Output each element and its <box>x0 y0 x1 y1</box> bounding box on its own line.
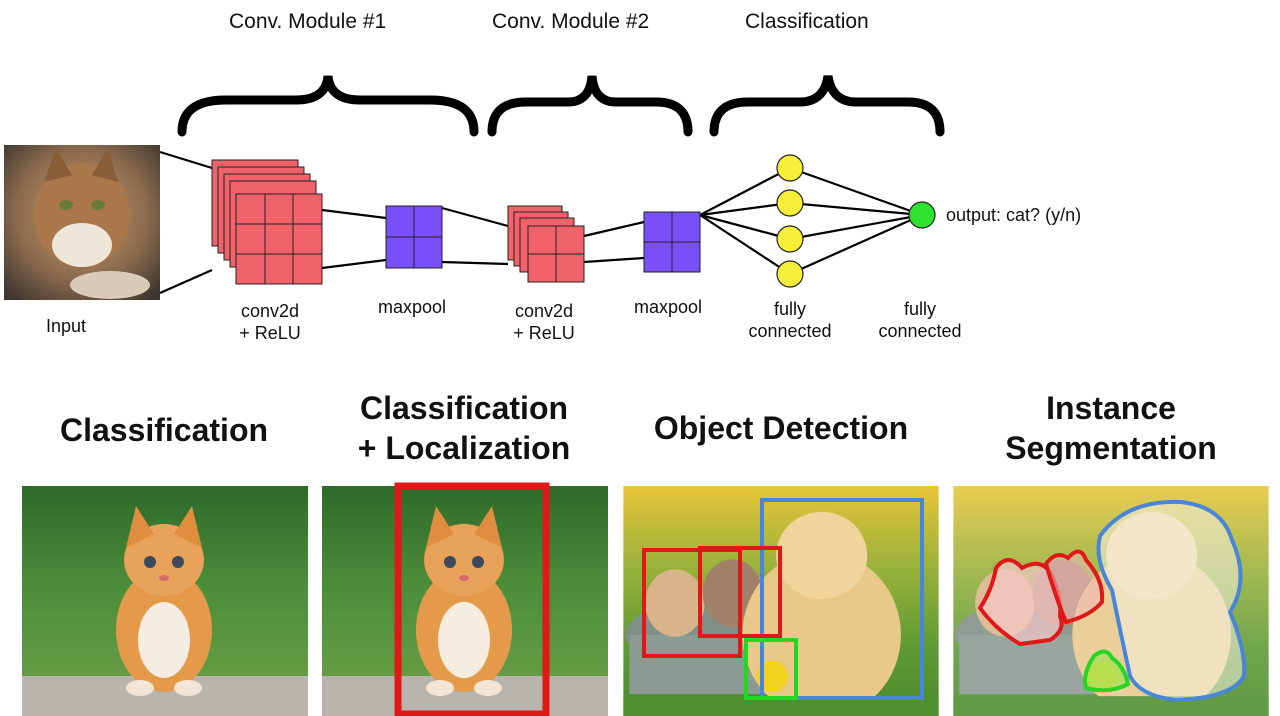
detection-box-cat-2 <box>698 546 782 638</box>
fc-label-1-line2: connected <box>748 321 832 341</box>
module-title-classification: Classification <box>745 10 869 33</box>
segmentation-mask-dog <box>1096 499 1247 703</box>
fc-label-1-line1: fully <box>773 299 806 319</box>
module-title-1: Conv. Module #1 <box>229 10 387 33</box>
task-title-4-line2: Segmentation <box>1005 430 1217 466</box>
detection-box-cat-1 <box>642 548 742 658</box>
conv2d-label-2-line1: conv2d <box>514 301 574 321</box>
task-title-object-detection: Object Detection <box>653 410 909 446</box>
brace-module-2 <box>487 75 693 137</box>
task-title-classification-localization: Classification + Localization <box>322 388 606 468</box>
fc-neurons <box>776 154 804 288</box>
output-neuron <box>908 201 936 229</box>
output-label: output: cat? (y/n) <box>946 205 1082 225</box>
maxpool-block-1 <box>385 205 443 269</box>
input-cat-image <box>4 145 160 300</box>
instance-segmentation-image <box>953 486 1269 716</box>
detection-box-duck <box>744 638 798 700</box>
task-title-4-line1: Instance <box>1046 390 1176 426</box>
segmentation-mask-cat-2 <box>1043 549 1105 625</box>
conv2d-label-1-line2: + ReLU <box>239 323 301 343</box>
segmentation-mask-cat-1 <box>977 558 1064 647</box>
classification-image <box>22 486 308 716</box>
maxpool-block-2 <box>643 211 701 273</box>
localization-box <box>394 482 550 716</box>
brace-module-1 <box>177 75 479 137</box>
conv2d-block-2 <box>507 205 585 283</box>
localization-image <box>322 482 608 716</box>
object-detection-image <box>623 486 939 716</box>
task-title-instance-segmentation: Instance Segmentation <box>952 388 1270 468</box>
task-title-2-line2: + Localization <box>357 430 571 466</box>
conv2d-label-2-line2: + ReLU <box>513 323 575 343</box>
brace-classification <box>709 75 945 137</box>
fc-label-2-line2: connected <box>878 321 962 341</box>
maxpool-label-2: maxpool <box>633 297 703 317</box>
conv2d-label-1: conv2d + ReLU <box>222 300 318 344</box>
fc-label-1: fully connected <box>738 298 842 342</box>
task-examples <box>22 482 1269 716</box>
conv2d-label-2: conv2d + ReLU <box>496 300 592 344</box>
conv2d-block-1 <box>211 159 323 285</box>
fc-label-2-line1: fully <box>903 299 936 319</box>
task-title-classification: Classification <box>59 412 269 448</box>
module-title-2: Conv. Module #2 <box>492 10 650 33</box>
segmentation-mask-duck <box>1083 649 1131 693</box>
conv2d-label-1-line1: conv2d <box>240 301 300 321</box>
cnn-diagram <box>4 75 945 300</box>
task-title-2-line1: Classification <box>359 390 569 426</box>
detection-box-dog <box>760 498 924 700</box>
input-label: Input <box>45 316 87 336</box>
maxpool-label-1: maxpool <box>377 297 447 317</box>
fc-label-2: fully connected <box>868 298 972 342</box>
